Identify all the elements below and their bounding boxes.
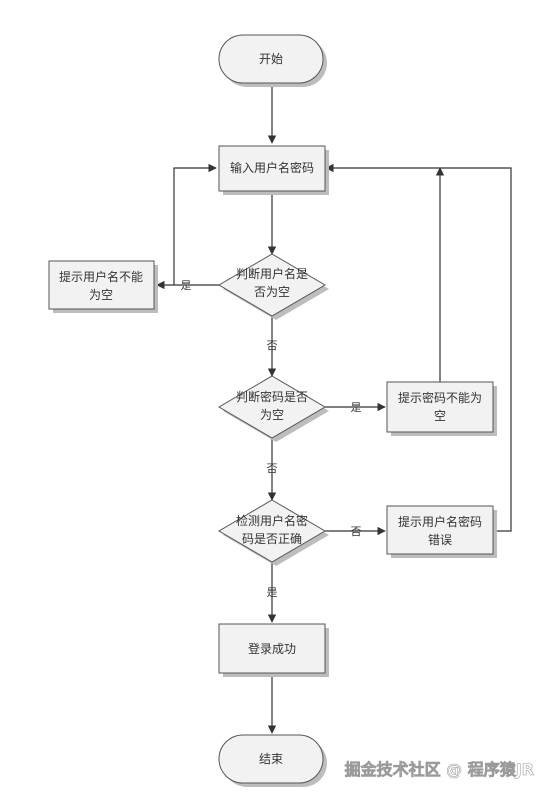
- check-user-empty-line-1: 判断用户名是: [236, 266, 308, 281]
- hint-wrong-line-2: 错误: [428, 533, 452, 547]
- hint-user-empty-line-1: 提示用户名不能: [59, 269, 143, 284]
- edge-label-user-empty-yes: 是: [181, 279, 192, 292]
- input-label: 输入用户名密码: [230, 160, 314, 175]
- edge-label-pwd-empty-no: 否: [267, 462, 278, 475]
- edge-hint-wrong-to-input: [325, 163, 512, 532]
- verify-line-1: 检测用户名密: [236, 513, 308, 528]
- edge-hint-user-to-input: [173, 163, 217, 285]
- hint-pwd-empty-node: 提示密码不能为 空: [386, 381, 497, 436]
- input-node: 输入用户名密码: [218, 145, 329, 195]
- verify-node: 检测用户名密 码是否正确: [218, 499, 329, 566]
- hint-wrong-line-1: 提示用户名密码: [398, 514, 482, 529]
- end-node: 结束: [218, 734, 327, 787]
- hint-user-empty-node: 提示用户名不能 为空: [48, 260, 158, 313]
- check-pwd-empty-line-1: 判断密码是否: [236, 389, 308, 404]
- edge-label-verify-no: 否: [351, 525, 362, 538]
- start-node: 开始: [218, 34, 327, 87]
- edge-label-pwd-empty-yes: 是: [351, 401, 362, 414]
- check-user-empty-node: 判断用户名是 否为空: [218, 253, 329, 320]
- verify-line-2: 码是否正确: [242, 532, 302, 546]
- edge-label-user-empty-no: 否: [267, 339, 278, 352]
- start-label: 开始: [259, 52, 283, 66]
- end-label: 结束: [259, 752, 283, 766]
- hint-pwd-empty-line-1: 提示密码不能为: [398, 390, 482, 405]
- success-node: 登录成功: [218, 623, 329, 677]
- hint-pwd-empty-line-2: 空: [434, 409, 446, 423]
- hint-wrong-node: 提示用户名密码 错误: [386, 505, 497, 558]
- check-pwd-empty-line-2: 为空: [260, 408, 284, 422]
- check-pwd-empty-node: 判断密码是否 为空: [218, 375, 329, 442]
- connectors: [156, 83, 512, 734]
- hint-user-empty-line-2: 为空: [89, 288, 113, 302]
- watermark: 掘金技术社区 @ 程序猿JR: [345, 760, 534, 779]
- edge-label-verify-yes: 是: [267, 586, 278, 599]
- success-label: 登录成功: [248, 641, 296, 656]
- check-user-empty-line-2: 否为空: [254, 285, 290, 299]
